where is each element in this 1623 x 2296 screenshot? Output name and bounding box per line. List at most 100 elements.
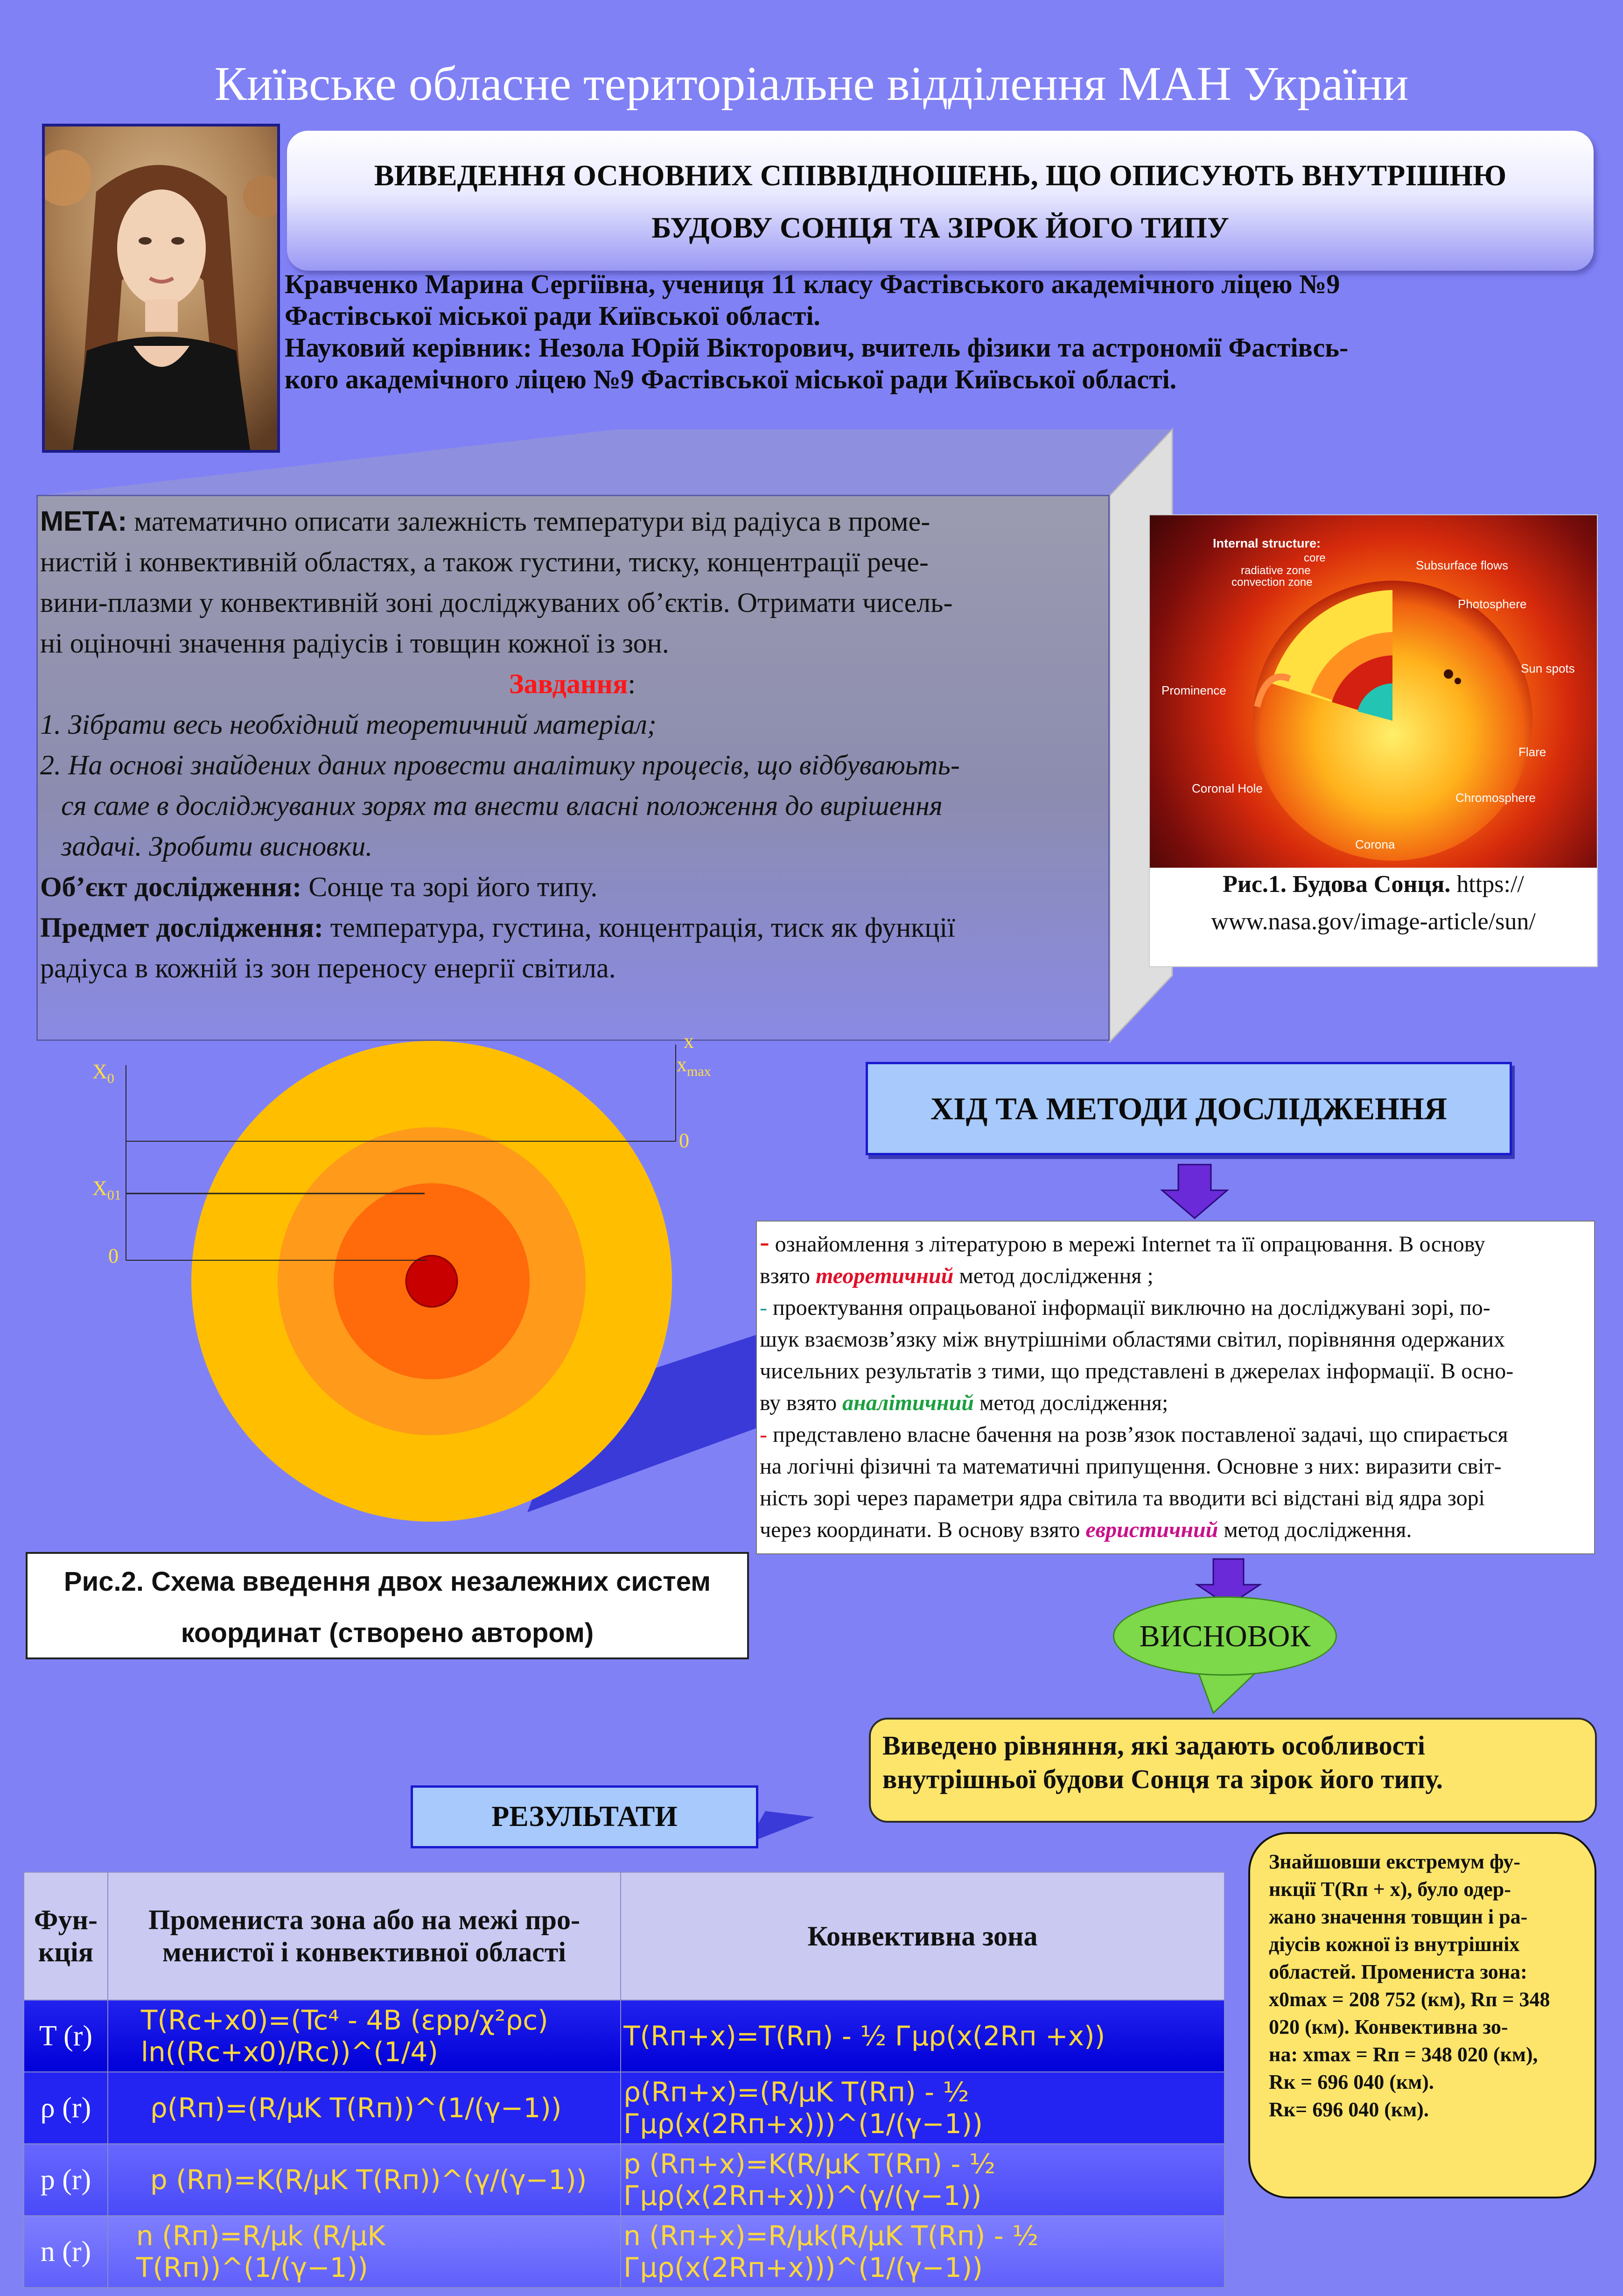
method-item3-text-e: метод дослідження. <box>1218 1517 1412 1542</box>
sun-label-convection: convection zone <box>1231 576 1313 589</box>
sun-label-photosphere: Photosphere <box>1458 597 1527 611</box>
method-item1-dash: - <box>760 1226 770 1258</box>
results-convective-cell: ρ(Rп+x)=(R/μK T(Rп) - ½ Гμρ(x(2Rп+x)))^(… <box>620 2071 1225 2144</box>
method-item2-line2: шук взаємозв’язку між внутрішніми област… <box>760 1327 1505 1352</box>
sun-label-chromosphere: Chromosphere <box>1455 791 1536 805</box>
method-item3-text-d: через координати. В основу взято <box>760 1517 1086 1542</box>
extremum-line8: на: xmax = Rп = 348 020 (км), <box>1269 2043 1538 2066</box>
extremum-line4: діусів кожної із внутрішніх <box>1269 1933 1520 1956</box>
results-title: РЕЗУЛЬТАТИ <box>411 1785 758 1848</box>
method-item3-dash: - <box>760 1422 767 1447</box>
task-2-line1: 2. На основі знайдених даних провести ан… <box>40 745 1105 786</box>
sun-label-sunspots: Sun spots <box>1521 661 1575 675</box>
sun-structure-image: Internal structure: core radiative zone … <box>1150 515 1597 868</box>
task-2-line3: задачі. Зробити висновки. <box>40 826 1105 867</box>
results-table: Фун-кція Промениста зона або на межі про… <box>23 1872 1225 2288</box>
goal-text-line1: МЕТА: математично описати залежність тем… <box>40 501 1105 542</box>
results-radiative-cell: n (Rп)=R/μk (R/μK T(Rп))^(1/(γ−1)) <box>107 2215 622 2288</box>
axis-zero-left: 0 <box>108 1244 119 1267</box>
table-row: T (r) T(Rc+x0)=(Tc⁴ - 4B (εpp/χ²ρc) ln((… <box>23 2000 1225 2072</box>
task-2-line2: ся саме в досліджуваних зорях та внести … <box>40 786 1105 826</box>
results-header-row: Фун-кція Промениста зона або на межі про… <box>23 1872 1225 2001</box>
author-line1: Кравченко Марина Сергіївна, учениця 11 к… <box>285 269 1340 299</box>
axis-x-label: x <box>684 1030 694 1053</box>
method-heuristic: евристичний <box>1085 1517 1218 1542</box>
results-col-convective: Конвективна зона <box>620 1872 1225 2001</box>
extremum-line5: областей. Промениста зона: <box>1269 1960 1527 1983</box>
results-fn-cell: T (r) <box>23 2000 108 2072</box>
method-item2-text-d: ву взято <box>760 1390 843 1415</box>
axis-x01-sub: 01 <box>107 1187 121 1203</box>
extremum-line7: 020 (км). Конвективна зо- <box>1269 2015 1508 2038</box>
results-radiative-cell: ρ(Rп)=(R/μK T(Rп))^(1/(γ−1)) <box>107 2071 622 2144</box>
results-convective-cell: p (Rп+x)=K(R/μK T(Rп) - ½ Гμρ(x(2Rп+x)))… <box>620 2143 1225 2216</box>
axis-x0-sub: 0 <box>107 1070 114 1086</box>
results-fn-cell: n (r) <box>23 2215 108 2288</box>
diagram-caption-line1: Рис.2. Схема введення двох незалежних си… <box>63 1566 711 1597</box>
organization-header: Київське обласне територіальне відділенн… <box>214 57 1409 111</box>
method-item3-line1: - представлено власне бачення на розв’яз… <box>760 1419 1589 1451</box>
sun-caption-line1: Рис.1. Будова Сонця. https:// <box>1149 866 1598 903</box>
results-convective-cell: T(Rп+x)=T(Rп) - ½ Гμρ(x(2Rп +x)) <box>620 2000 1225 2072</box>
results-convective-cell: n (Rп+x)=R/μk(R/μK T(Rп) - ½ Гμρ(x(2Rп+x… <box>620 2215 1225 2288</box>
sun-caption-url2: www.nasa.gov/image-article/sun/ <box>1211 908 1536 935</box>
authors-block: Кравченко Марина Сергіївна, учениця 11 к… <box>285 268 1591 395</box>
sun-label-subsurface: Subsurface flows <box>1416 558 1508 572</box>
sun-label-core: core <box>1304 552 1326 564</box>
goal-label: МЕТА: <box>40 506 127 537</box>
task-1: 1. Зібрати весь необхідний теоретичний м… <box>40 704 1105 745</box>
goal-text: математично описати залежність температу… <box>127 506 930 537</box>
extremum-line1: Знайшовши екстремум фу- <box>1269 1850 1521 1873</box>
sun-figure-caption: Рис.1. Будова Сонця. https:// www.nasa.g… <box>1149 866 1598 941</box>
sun-structure-illustration <box>1252 581 1532 861</box>
method-item2-line1: - проектування опрацьованої інформації в… <box>760 1292 1589 1324</box>
poster-title: ВИВЕДЕННЯ ОСНОВНИХ СПІВВІДНОШЕНЬ, ЩО ОПИ… <box>287 131 1594 271</box>
core-circle <box>405 1255 458 1308</box>
supervisor-line1: Науковий керівник: Незола Юрій Вікторови… <box>285 332 1349 363</box>
axis-x01-label: X01 <box>92 1176 121 1203</box>
table-row: n (r) n (Rп)=R/μk (R/μK T(Rп))^(1/(γ−1))… <box>23 2215 1225 2288</box>
sun-label-prominence: Prominence <box>1161 683 1226 697</box>
object-line: Об’єкт дослідження: Сонце та зорі його т… <box>40 867 1105 907</box>
method-analytical: аналітичний <box>842 1390 974 1415</box>
results-radiative-cell: T(Rc+x0)=(Tc⁴ - 4B (εpp/χ²ρc) ln((Rc+x0)… <box>107 2000 622 2072</box>
results-radiative-cell: p (Rп)=K(R/μK T(Rп))^(γ/(γ−1)) <box>107 2143 622 2216</box>
task-2-text2: ся саме в досліджуваних зорях та внести … <box>61 790 943 821</box>
extremum-line10: Rк= 696 040 (км). <box>1269 2098 1429 2121</box>
results-col-function-line1: Фун- <box>34 1904 98 1935</box>
tasks-label: Завдання <box>509 668 628 699</box>
sun-label-flare: Flare <box>1518 745 1546 759</box>
methods-title: ХІД ТА МЕТОДИ ДОСЛІДЖЕННЯ <box>866 1062 1512 1155</box>
sun-label-internal: Internal structure: <box>1213 536 1321 550</box>
goal-text-line2: нистій і конвективній областях, а також … <box>40 547 929 577</box>
axis-x0-main: X <box>92 1060 107 1083</box>
axis-xmax-main: x <box>677 1053 687 1076</box>
author-photo <box>42 124 280 453</box>
method-item2-text-e: метод дослідження; <box>973 1390 1168 1415</box>
method-theoretical: теоретичний <box>816 1264 954 1288</box>
sun-label-corona: Corona <box>1355 837 1395 851</box>
method-item3-line4: через координати. В основу взято евристи… <box>760 1514 1589 1546</box>
subject-label: Предмет дослідження: <box>40 912 323 943</box>
axis-xmax-label: xmax <box>677 1053 711 1080</box>
method-item3-line2: на логічні фізичні та математичні припущ… <box>760 1454 1502 1479</box>
results-col-function: Фун-кція <box>23 1872 108 2001</box>
method-item1-text-a: ознайомлення з літературою в мережі Inte… <box>769 1232 1485 1257</box>
author-portrait-illustration <box>45 126 277 450</box>
method-item2-text-a: проектування опрацьованої інформації вик… <box>767 1295 1490 1320</box>
extremum-line6: x0max = 208 752 (км), Rп = 348 <box>1269 1988 1550 2011</box>
extremum-line3: жано значення товщин і ра- <box>1269 1905 1528 1928</box>
method-item2-line4: ву взято аналітичний метод дослідження; <box>760 1387 1589 1419</box>
subject-line2: радіуса в кожній із зон переносу енергії… <box>40 953 616 983</box>
goal-block: МЕТА: математично описати залежність тем… <box>36 495 1110 1041</box>
coordinate-diagram <box>126 1041 676 1522</box>
method-item2-line3: чисельних результатів з тими, що предста… <box>760 1359 1514 1383</box>
axis-x01-main: X <box>92 1177 107 1200</box>
results-fn-cell: p (r) <box>23 2143 108 2216</box>
subject-line1: Предмет дослідження: температура, густин… <box>40 907 1105 948</box>
method-item3-line3: ність зорі через параметри ядра світила … <box>760 1486 1485 1510</box>
tasks-heading: Завдання: <box>40 664 1105 704</box>
poster-title-line1: ВИВЕДЕННЯ ОСНОВНИХ СПІВВІДНОШЕНЬ, ЩО ОПИ… <box>374 159 1507 192</box>
object-label: Об’єкт дослідження: <box>40 871 302 902</box>
object-text: Сонце та зорі його типу. <box>301 871 598 902</box>
